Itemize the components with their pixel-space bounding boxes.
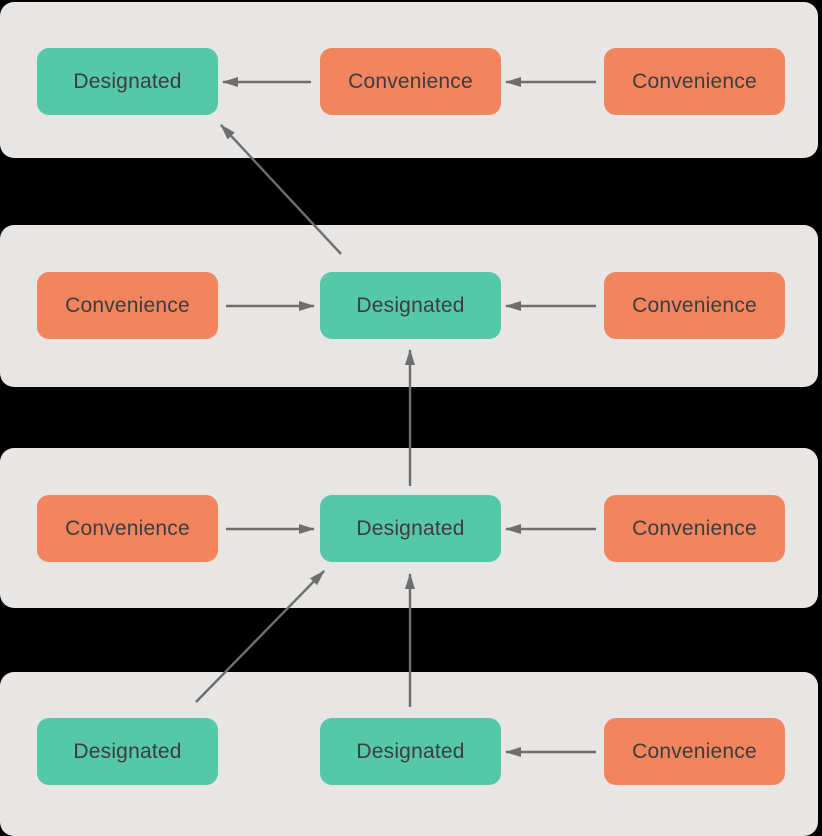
- node-label: Convenience: [632, 517, 757, 540]
- node-label: Designated: [73, 70, 182, 93]
- node-r4-convenience-right: Convenience: [604, 718, 785, 785]
- node-r3-convenience-right: Convenience: [604, 495, 785, 562]
- node-label: Convenience: [65, 294, 190, 317]
- node-label: Convenience: [632, 70, 757, 93]
- node-label: Convenience: [632, 294, 757, 317]
- node-r2-convenience-left: Convenience: [37, 272, 218, 339]
- node-r4-designated-left: Designated: [37, 718, 218, 785]
- node-label: Designated: [356, 517, 465, 540]
- node-r1-designated-left: Designated: [37, 48, 218, 115]
- node-r1-convenience-right: Convenience: [604, 48, 785, 115]
- node-r2-designated-middle: Designated: [320, 272, 501, 339]
- node-r3-designated-middle: Designated: [320, 495, 501, 562]
- node-label: Convenience: [348, 70, 473, 93]
- node-label: Convenience: [632, 740, 757, 763]
- node-label: Designated: [356, 294, 465, 317]
- node-r2-convenience-right: Convenience: [604, 272, 785, 339]
- node-label: Convenience: [65, 517, 190, 540]
- node-r1-convenience-middle: Convenience: [320, 48, 501, 115]
- node-label: Designated: [356, 740, 465, 763]
- node-label: Designated: [73, 740, 182, 763]
- node-r3-convenience-left: Convenience: [37, 495, 218, 562]
- node-r4-designated-middle: Designated: [320, 718, 501, 785]
